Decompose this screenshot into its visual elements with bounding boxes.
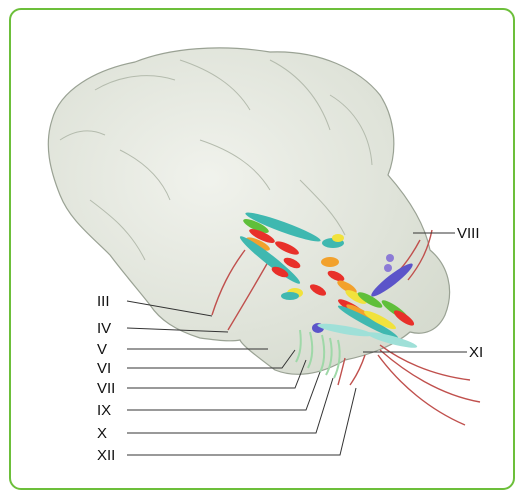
nucleus-teal: [281, 292, 299, 300]
nucleus-orange: [321, 257, 339, 267]
label-xi: XI: [469, 344, 483, 361]
label-ix: IX: [97, 402, 111, 419]
label-xii: XII: [97, 447, 115, 464]
label-iii: III: [97, 293, 110, 310]
label-viii: VIII: [457, 225, 480, 242]
label-v: V: [97, 341, 107, 358]
label-vii: VII: [97, 380, 115, 397]
label-x: X: [97, 425, 107, 442]
label-vi: VI: [97, 360, 111, 377]
label-iv: IV: [97, 320, 111, 337]
nucleus-purple: [386, 254, 394, 262]
nucleus-purple: [384, 264, 392, 272]
nucleus-yellow: [332, 234, 344, 242]
